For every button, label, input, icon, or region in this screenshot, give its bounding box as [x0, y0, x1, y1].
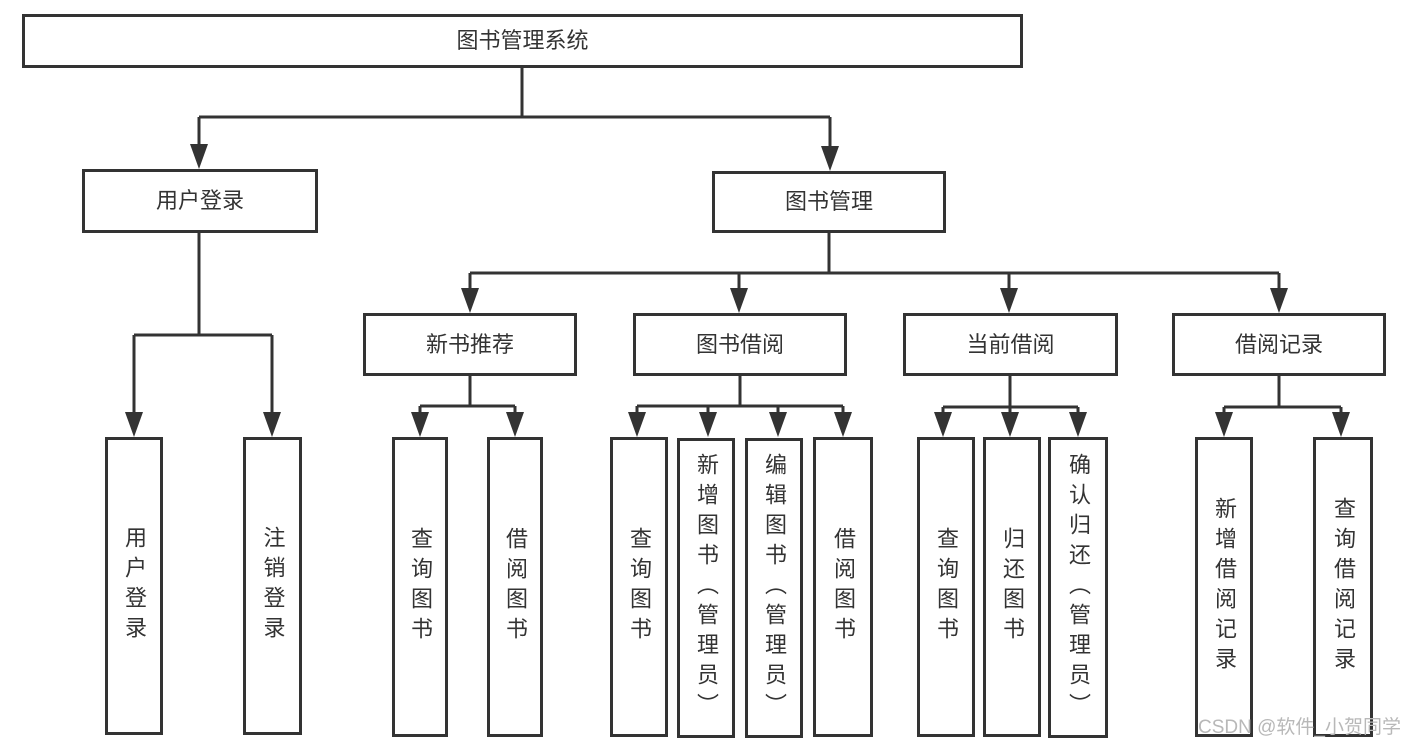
node-label: 新增图书（管理员） — [694, 453, 719, 723]
node-label: 查询图书 — [627, 527, 652, 647]
node-borrowing-records: 借阅记录 — [1172, 313, 1386, 376]
node-leaf-logout: 注销登录 — [243, 437, 302, 735]
node-leaf-add-borrow-record: 新增借阅记录 — [1195, 437, 1253, 737]
node-label: 借阅图书 — [503, 527, 528, 647]
node-label: 用户登录 — [122, 526, 147, 646]
node-label: 查询图书 — [934, 527, 959, 647]
node-new-book-recommendation: 新书推荐 — [363, 313, 577, 376]
node-leaf-edit-books-admin: 编辑图书（管理员） — [745, 438, 803, 738]
node-label: 查询借阅记录 — [1331, 497, 1356, 677]
connector-book-management-children — [461, 233, 1288, 313]
node-leaf-query-books-1: 查询图书 — [392, 437, 448, 737]
node-book-management: 图书管理 — [712, 171, 946, 233]
node-leaf-user-login: 用户登录 — [105, 437, 163, 735]
node-label: 确认归还（管理员） — [1066, 452, 1091, 723]
node-leaf-borrow-books-1: 借阅图书 — [487, 437, 543, 737]
node-leaf-query-books-3: 查询图书 — [917, 437, 975, 737]
node-book-borrowing: 图书借阅 — [633, 313, 847, 376]
node-leaf-confirm-return-admin: 确认归还（管理员） — [1048, 437, 1108, 738]
node-label: 编辑图书（管理员） — [762, 453, 787, 723]
connector-current-borrow-children — [934, 376, 1087, 437]
node-label: 注销登录 — [260, 526, 286, 646]
node-label: 新增借阅记录 — [1212, 497, 1237, 677]
node-library-management-system: 图书管理系统 — [22, 14, 1023, 68]
node-label: 借阅图书 — [831, 527, 856, 647]
connector-book-borrow-children — [628, 376, 852, 437]
connector-user-login-children — [125, 233, 281, 437]
node-leaf-return-books: 归还图书 — [983, 437, 1041, 737]
node-leaf-borrow-books-2: 借阅图书 — [813, 437, 873, 737]
node-user-login: 用户登录 — [82, 169, 318, 233]
node-leaf-query-borrow-record: 查询借阅记录 — [1313, 437, 1373, 737]
connector-borrow-records-children — [1215, 376, 1350, 437]
connector-new-book-children — [411, 376, 524, 437]
node-leaf-add-books-admin: 新增图书（管理员） — [677, 438, 735, 738]
node-label: 归还图书 — [1000, 527, 1025, 647]
node-label: 查询图书 — [408, 527, 433, 647]
watermark: CSDN @软件_小贺同学 — [1198, 717, 1401, 738]
node-current-borrowing: 当前借阅 — [903, 313, 1118, 376]
connector-root-to-level2 — [190, 68, 839, 171]
node-leaf-query-books-2: 查询图书 — [610, 437, 668, 737]
